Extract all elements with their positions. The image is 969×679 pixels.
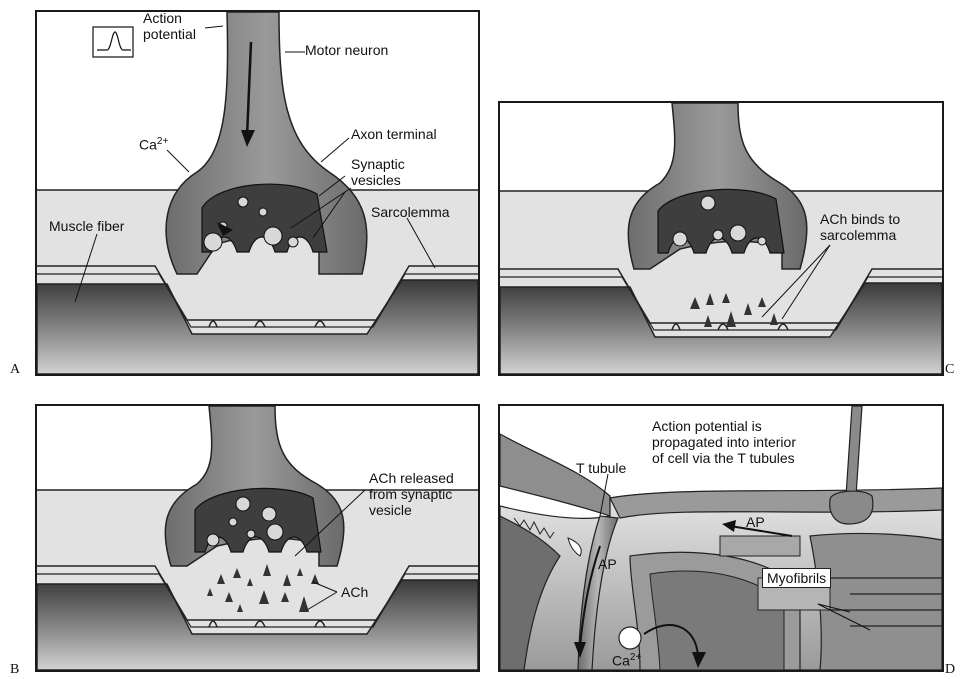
ap-left-label: AP <box>598 556 617 572</box>
motor-neuron-label: Motor neuron <box>305 42 388 58</box>
panel-c-letter: C <box>945 362 954 378</box>
calcium-ion <box>619 627 641 649</box>
synaptic-vesicles-label: Synaptic vesicles <box>351 156 405 188</box>
action-potential-label: Action potential <box>143 10 196 42</box>
calcium-label: Ca2+ <box>139 134 168 153</box>
panel-d: Action potential is propagated into inte… <box>498 404 944 672</box>
ach-released-label: ACh released from synaptic vesicle <box>369 470 454 518</box>
t-tubule-label: T tubule <box>576 460 626 476</box>
sarcolemma-label: Sarcolemma <box>371 204 450 220</box>
ach-label: ACh <box>341 584 368 600</box>
ach-binds-label: ACh binds to sarcolemma <box>820 211 900 243</box>
panel-c: ACh binds to sarcolemma <box>498 101 944 376</box>
synaptic-vesicle <box>238 197 248 207</box>
ap-top-label: AP <box>746 514 765 530</box>
panel-b-illustration <box>37 406 478 670</box>
panel-d-letter: D <box>945 662 955 678</box>
panel-a-illustration <box>37 12 478 374</box>
action-potential-icon <box>93 27 133 57</box>
calcium-label-d: Ca2+ <box>612 650 641 669</box>
axon-terminal-label: Axon terminal <box>351 126 437 142</box>
muscle-fiber-label: Muscle fiber <box>49 218 124 234</box>
panel-a: Action potential Motor neuron Ca2+ Axon … <box>35 10 480 376</box>
ap-interior-label: Action potential is propagated into inte… <box>652 418 796 466</box>
panel-b: ACh released from synaptic vesicle ACh <box>35 404 480 672</box>
myofibrils-label: Myofibrils <box>762 568 831 588</box>
panel-a-letter: A <box>10 362 20 378</box>
panel-b-letter: B <box>10 662 19 678</box>
